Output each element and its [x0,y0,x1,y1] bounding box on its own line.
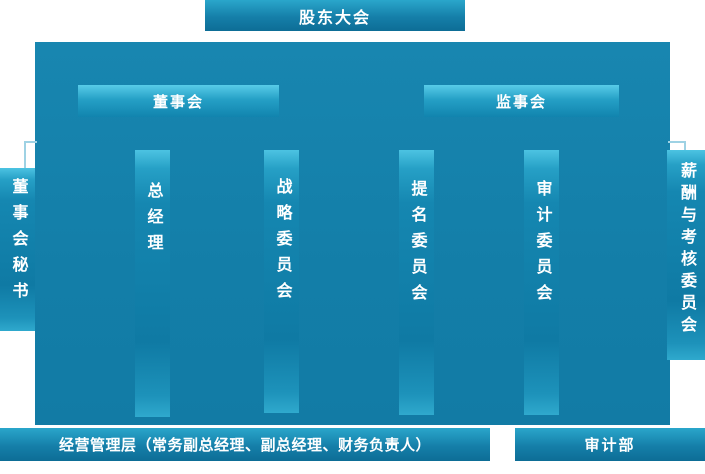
org-box-audit-committee: 审计委员会 [524,150,559,415]
org-box-label: 董事会 [152,93,204,111]
connector-line-right [668,141,686,143]
org-box-audit-department: 审计部 [515,428,705,461]
org-box-strategy-committee: 战略委员会 [264,150,299,413]
org-box-label: 审计部 [584,437,636,454]
org-box-label: 董事会秘书 [9,178,27,308]
org-box-general-manager: 总经理 [135,150,170,417]
org-box-label: 总经理 [144,182,162,260]
org-box-board-secretary: 董事会秘书 [0,168,35,331]
org-box-label: 经营管理层（常务副总经理、副总经理、财务负责人） [58,437,431,454]
org-box-label: 股东大会 [298,9,371,27]
org-box-remuneration-appraisal-committee: 薪酬与考核委员会 [667,150,705,360]
org-box-label: 薪酬与考核委员会 [678,162,695,338]
org-box-management-team: 经营管理层（常务副总经理、副总经理、财务负责人） [0,428,490,461]
connector-line-left [24,141,26,168]
connector-line-right [684,141,686,150]
org-box-label: 监事会 [495,93,547,111]
org-box-label: 审计委员会 [533,180,551,310]
org-box-label: 提名委员会 [408,180,426,310]
connector-line-left [24,141,37,143]
org-box-label: 战略委员会 [273,178,291,308]
org-box-board-of-supervisors: 监事会 [424,85,619,117]
org-box-nomination-committee: 提名委员会 [399,150,434,415]
org-box-shareholders-meeting: 股东大会 [205,0,465,31]
org-box-board-of-directors: 董事会 [78,85,279,117]
